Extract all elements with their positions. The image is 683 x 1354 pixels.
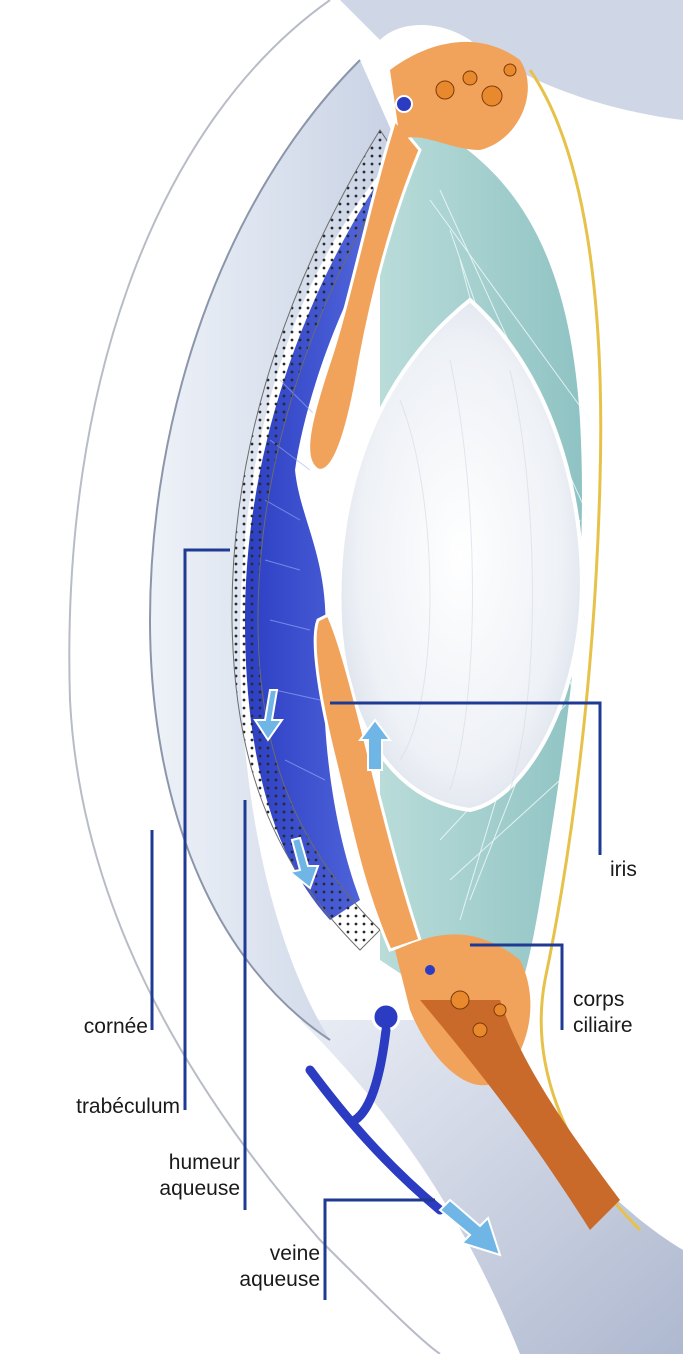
- label-corps-ciliaire-line1: corps: [573, 987, 633, 1013]
- label-veine-aqueuse: veine aqueuse: [200, 1241, 320, 1293]
- label-corps-ciliaire: corps ciliaire: [573, 987, 633, 1039]
- label-humeur-aqueuse: humeur aqueuse: [120, 1150, 240, 1202]
- label-veine-line2: aqueuse: [200, 1267, 320, 1293]
- label-humeur-line2: aqueuse: [120, 1176, 240, 1202]
- label-corps-ciliaire-line2: ciliaire: [573, 1013, 633, 1039]
- venous-dot-upper: [396, 96, 412, 112]
- label-cornee: cornée: [60, 1014, 148, 1040]
- venous-dot-lower: [425, 965, 435, 975]
- label-trabeculum: trabéculum: [20, 1094, 180, 1120]
- label-iris-text: iris: [610, 857, 637, 883]
- label-humeur-line1: humeur: [120, 1150, 240, 1176]
- label-veine-line1: veine: [200, 1241, 320, 1267]
- label-trabeculum-text: trabéculum: [20, 1094, 180, 1120]
- ciliary-body-upper: [390, 42, 528, 150]
- label-iris: iris: [610, 857, 637, 883]
- label-cornee-text: cornée: [60, 1014, 148, 1040]
- veine-leader: [325, 1200, 435, 1300]
